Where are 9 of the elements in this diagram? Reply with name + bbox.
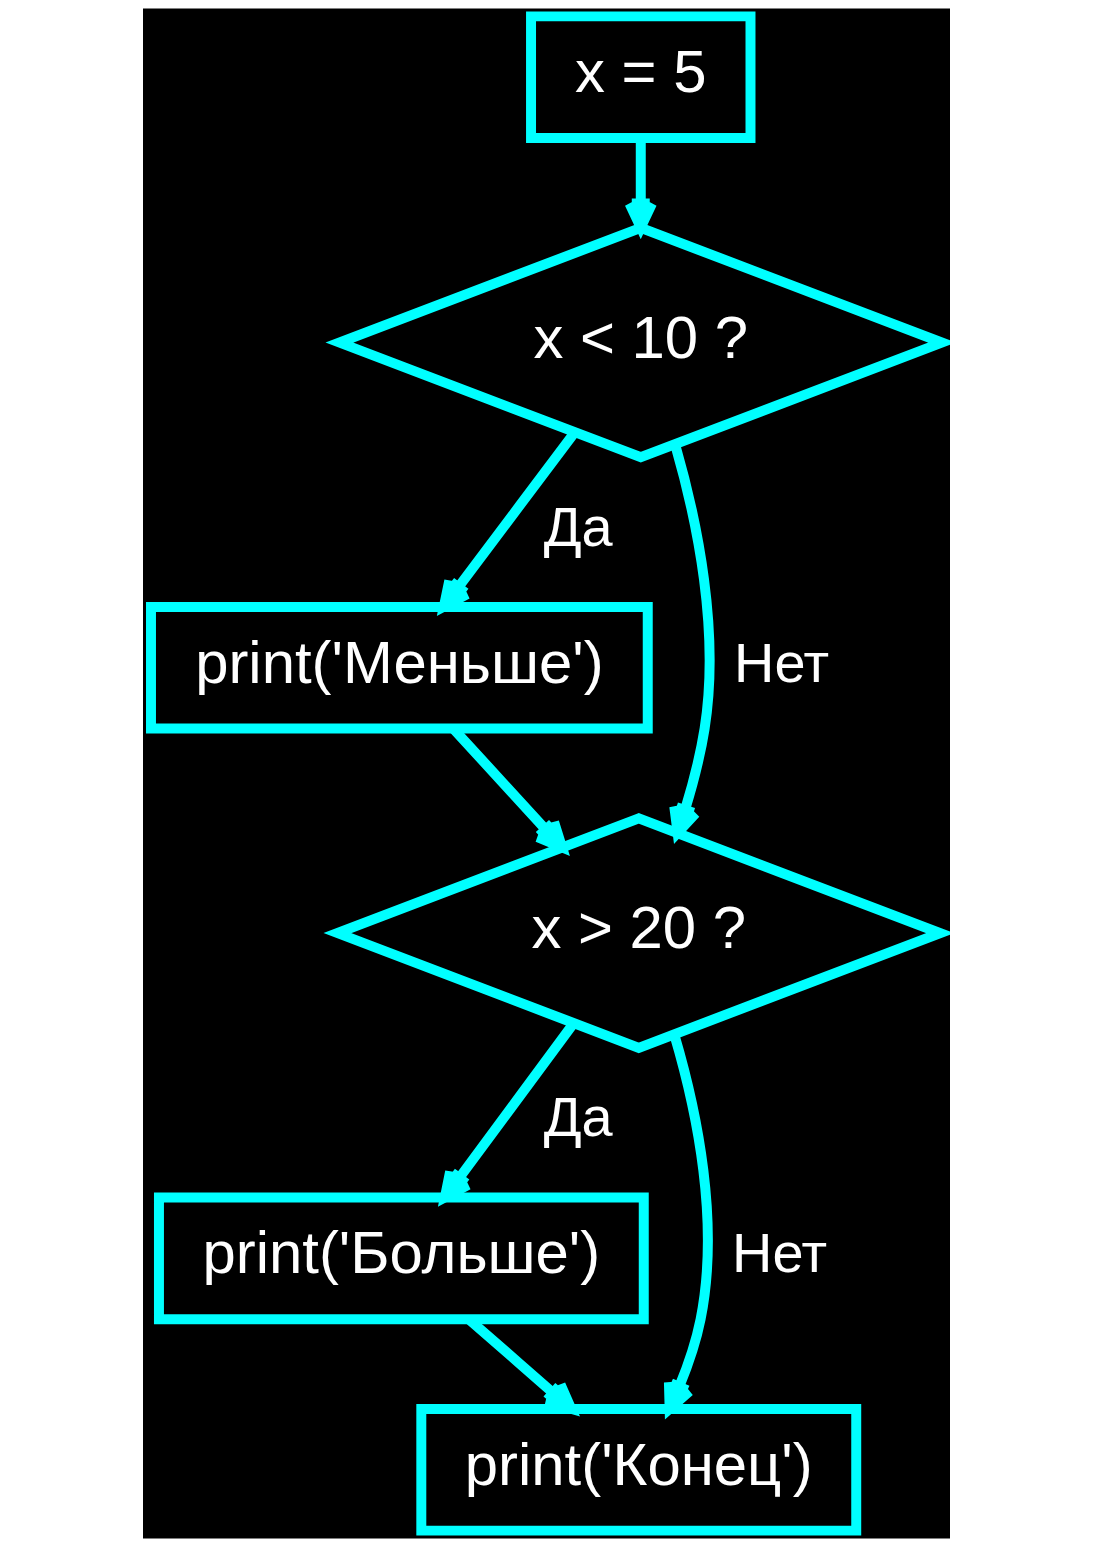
node-box: print('Больше') <box>153 1192 649 1325</box>
node-diamond: x < 10 ? <box>325 222 950 463</box>
edge-label: Да <box>543 1085 613 1149</box>
node-box: x = 5 <box>526 11 756 144</box>
edge-label: Нет <box>734 630 830 694</box>
node-box: print('Конец') <box>416 1403 862 1536</box>
node-box: print('Меньше') <box>146 601 653 734</box>
edge-label: Нет <box>732 1221 828 1285</box>
node-diamond: x > 20 ? <box>323 813 950 1054</box>
